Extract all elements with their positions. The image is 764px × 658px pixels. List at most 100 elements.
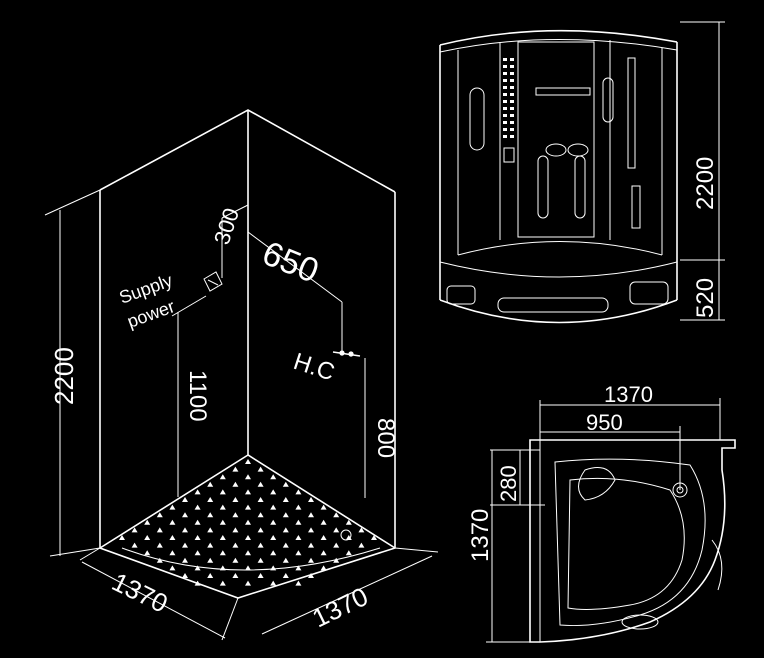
hot-water-point-icon — [339, 350, 345, 356]
left-handle-icon — [469, 87, 485, 151]
nozzle-dot — [510, 72, 514, 75]
tray-texture-mark — [257, 542, 264, 548]
tray-texture-mark — [232, 497, 239, 502]
dim-2200-ext-top — [44, 189, 101, 216]
tray-texture-mark — [358, 527, 365, 533]
tray-texture-mark — [345, 550, 352, 556]
dim-1370-right-ext — [394, 547, 439, 553]
nozzle-dot — [503, 107, 507, 110]
nozzle-dot — [510, 135, 514, 138]
nozzle-dot — [503, 93, 507, 96]
tray-texture-mark — [144, 519, 151, 525]
hc-label: H.C — [290, 348, 338, 386]
tray-texture-mark — [245, 489, 251, 495]
control-panel-nozzles — [503, 58, 514, 138]
dim-650-line — [247, 231, 343, 303]
tray-texture-mark — [232, 542, 239, 548]
tub-outline — [554, 458, 706, 627]
dim-520-label: 520 — [692, 278, 719, 318]
tray-texture-mark — [308, 557, 314, 563]
tray-texture-mark — [169, 565, 176, 571]
tub-inner-outline — [567, 477, 685, 610]
tray-texture-mark — [169, 550, 176, 556]
tray-texture-mark — [232, 481, 239, 487]
nozzle-dot — [510, 121, 514, 124]
tray-texture-mark — [144, 550, 151, 556]
dim-2200-label: 2200 — [49, 347, 79, 405]
plan-view: 1370 950 280 1370 — [467, 382, 736, 643]
tray-texture-mark — [232, 466, 239, 472]
tray-texture-mark — [207, 557, 214, 563]
dim-300-ext — [221, 204, 249, 219]
tray-texture-mark — [308, 573, 314, 578]
nozzle-dot — [503, 135, 507, 138]
tray-texture-mark — [245, 504, 251, 510]
nozzle-dot — [503, 114, 507, 117]
nozzle-dot — [510, 86, 514, 89]
tray-texture-mark — [270, 580, 277, 586]
back-jet-right-icon — [574, 155, 586, 219]
base-panel-left — [446, 285, 476, 305]
wall-top-edges — [99, 109, 396, 193]
tray-texture-mark — [232, 512, 239, 518]
dim-1100-ext — [171, 295, 207, 317]
tray-texture-mark — [320, 565, 327, 571]
dim-1370-top-label: 1370 — [604, 382, 653, 407]
tray-texture-mark — [270, 550, 277, 556]
tray-texture-mark — [219, 580, 226, 586]
tray-texture-mark — [333, 527, 340, 533]
tray-texture-mark — [194, 580, 201, 586]
base-front-window — [497, 297, 609, 313]
nozzle-dot — [510, 79, 514, 82]
tray-texture-mark — [270, 474, 277, 480]
nozzle-dot — [510, 128, 514, 131]
nozzle-dot — [503, 86, 507, 89]
tray-texture-mark — [371, 535, 377, 540]
tray-texture-pattern — [119, 459, 377, 586]
side-mirror-strip — [627, 57, 636, 169]
nozzle-dot — [510, 100, 514, 103]
dim-1370-mid-ext — [221, 597, 239, 641]
right-handle-icon — [602, 77, 614, 123]
canopy-top-curve — [439, 29, 678, 46]
tray-front-curve — [121, 547, 381, 571]
tray-texture-mark — [245, 580, 251, 586]
tray-texture-mark — [156, 557, 163, 563]
tray-texture-mark — [207, 481, 214, 487]
tray-texture-mark — [333, 512, 340, 518]
nozzle-dot — [510, 107, 514, 110]
dim-1370-right-label: 1370 — [307, 581, 372, 633]
tray-texture-mark — [245, 459, 251, 464]
tray-texture-mark — [245, 550, 251, 556]
dim-1100-label: 1100 — [184, 370, 211, 422]
tray-texture-mark — [295, 550, 302, 556]
tray-texture-mark — [219, 565, 226, 571]
tray-texture-mark — [245, 565, 251, 571]
dim-1370-side-label: 1370 — [467, 509, 494, 562]
tray-texture-mark — [308, 542, 314, 548]
tray-texture-mark — [219, 535, 226, 540]
tray-texture-mark — [207, 497, 214, 502]
tray-texture-mark — [232, 573, 239, 578]
tray-texture-mark — [207, 512, 214, 518]
dim-950-label: 950 — [586, 410, 623, 435]
bath-rim-curve — [457, 241, 663, 256]
tray-texture-mark — [194, 550, 201, 556]
tray-texture-mark — [282, 481, 289, 487]
nozzle-dot — [503, 121, 507, 124]
tray-texture-mark — [257, 557, 264, 563]
dim-2200-ext-bottom — [49, 547, 101, 557]
dim-300-label: 300 — [209, 205, 244, 248]
tray-texture-mark — [131, 527, 138, 533]
tray-texture-mark — [295, 519, 302, 525]
dim-650-label: 650 — [257, 234, 324, 290]
tray-texture-mark — [182, 557, 188, 563]
tray-texture-mark — [308, 527, 314, 533]
tray-texture-mark — [282, 512, 289, 518]
nozzle-dot — [503, 58, 507, 61]
back-jet-top-left-icon — [545, 143, 567, 157]
tray-texture-mark — [219, 519, 226, 525]
dim-1370-left-label: 1370 — [107, 566, 172, 618]
tray-texture-mark — [219, 489, 226, 495]
